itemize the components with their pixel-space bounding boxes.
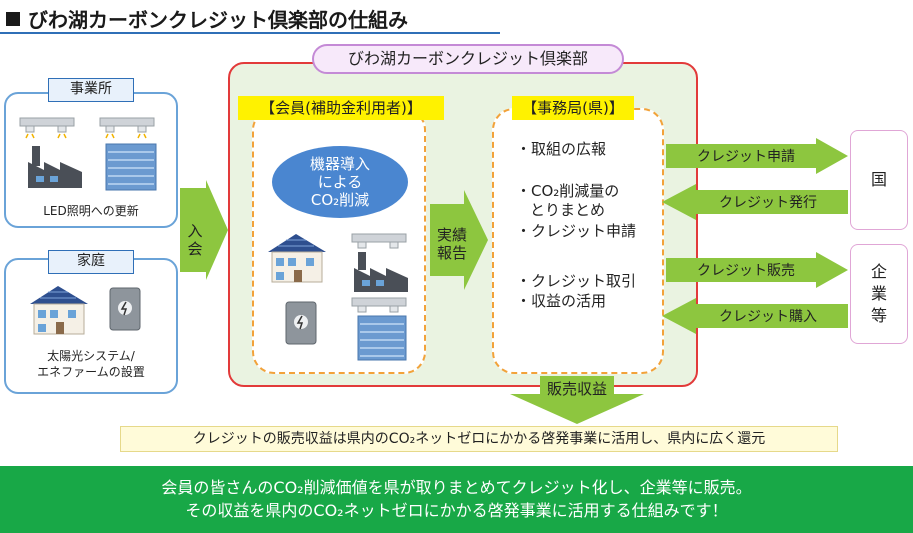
- solar-house-icon: [268, 234, 326, 283]
- company-box: 企 業 等: [850, 244, 908, 344]
- club-label: びわ湖カーボンクレジット倶楽部: [312, 44, 624, 74]
- office-building-icon: [105, 143, 157, 191]
- revenue-note: クレジットの販売収益は県内のCO₂ネットゼロにかかる啓発事業に活用し、県内に広く…: [120, 426, 838, 452]
- title-square-icon: [6, 12, 20, 26]
- footer-line-1: 会員の皆さんのCO₂削減価値を県が取りまとめてクレジット化し、企業等に販売。: [161, 478, 752, 497]
- join-label: 入 会: [184, 222, 206, 258]
- report-label: 実績 報告: [432, 226, 472, 262]
- credit-apply-arrow: [666, 138, 848, 174]
- company-char-1: 企: [870, 262, 887, 281]
- report-line-1: 実績: [436, 226, 467, 244]
- secretariat-item-aggregate: ・CO₂削減量の: [516, 182, 620, 200]
- country-box: 国: [850, 130, 908, 230]
- factory-icon: [354, 252, 408, 292]
- credit-buy-label: クレジット購入: [719, 309, 817, 325]
- secretariat-label: 【事務局(県)】: [512, 96, 634, 120]
- join-char-1: 入: [187, 222, 203, 240]
- credit-issue-arrow: [662, 184, 848, 220]
- led-light-icon: [351, 297, 407, 313]
- title-underline: [0, 32, 500, 34]
- credit-buy-arrow: [662, 298, 848, 334]
- fuel-cell-unit-icon: [285, 301, 317, 345]
- solar-house-icon: [30, 286, 88, 335]
- credit-apply-label: クレジット申請: [697, 149, 795, 165]
- secretariat-item-trade: ・クレジット取引: [516, 272, 637, 290]
- join-char-2: 会: [187, 240, 203, 258]
- report-line-2: 報告: [436, 244, 467, 262]
- oval-line-1: 機器導入: [309, 155, 370, 173]
- oval-line-3: CO₂削減: [310, 191, 370, 209]
- home-label: 家庭: [48, 250, 134, 274]
- office-label: 事業所: [48, 78, 134, 102]
- home-caption: 太陽光システム/ エネファームの設置: [4, 348, 178, 380]
- home-caption-line2: エネファームの設置: [37, 365, 145, 379]
- office-caption: LED照明への更新: [43, 204, 139, 218]
- secretariat-item-aggregate-cont: とりまとめ: [530, 201, 606, 219]
- co2-reduction-oval: 機器導入 による CO₂削減: [272, 146, 408, 218]
- secretariat-item-pr: ・取組の広報: [516, 140, 607, 158]
- secretariat-item-apply: ・クレジット申請: [516, 222, 637, 240]
- report-arrow: [430, 190, 488, 290]
- office-building-icon: [357, 315, 407, 361]
- page-title: びわ湖カーボンクレジット倶楽部の仕組み: [6, 4, 408, 33]
- oval-line-2: による: [317, 173, 363, 191]
- company-char-2: 業: [870, 284, 887, 303]
- home-panel: [4, 258, 178, 394]
- revenue-arrow: [510, 376, 644, 424]
- home-caption-line1: 太陽光システム/: [47, 349, 135, 363]
- company-char-3: 等: [870, 306, 887, 325]
- footer-banner: 会員の皆さんのCO₂削減価値を県が取りまとめてクレジット化し、企業等に販売。 そ…: [0, 466, 913, 533]
- led-light-icon: [19, 117, 75, 139]
- fuel-cell-unit-icon: [109, 287, 141, 331]
- credit-issue-label: クレジット発行: [719, 195, 817, 211]
- led-light-icon: [99, 117, 155, 139]
- secretariat-item-revenue-use: ・収益の活用: [516, 292, 607, 310]
- revenue-label: 販売収益: [546, 380, 607, 398]
- credit-sell-label: クレジット販売: [697, 263, 795, 279]
- led-light-icon: [351, 233, 407, 249]
- member-label: 【会員(補助金利用者)】: [238, 96, 444, 120]
- page-title-text: びわ湖カーボンクレジット倶楽部の仕組み: [28, 8, 408, 32]
- factory-icon: [28, 146, 82, 188]
- join-arrow: [180, 180, 228, 280]
- footer-line-2: その収益を県内のCO₂ネットゼロにかかる啓発事業に活用する仕組みです！: [185, 501, 728, 520]
- credit-sell-arrow: [666, 252, 848, 288]
